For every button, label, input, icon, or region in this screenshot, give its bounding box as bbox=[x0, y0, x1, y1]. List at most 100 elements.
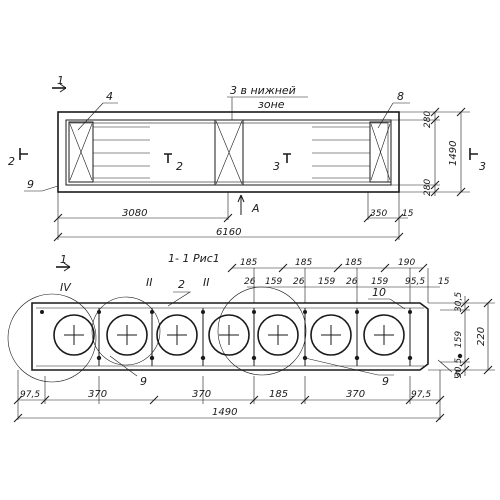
plan-note-line1: 3 в нижней bbox=[230, 84, 296, 97]
section-top-dim-4: 190 bbox=[398, 258, 415, 268]
section-top-dim-r2-3: 26 bbox=[293, 277, 305, 287]
plan-side-mark-mid-right bbox=[283, 153, 291, 163]
section-total-dim-ticks bbox=[13, 413, 445, 423]
section-height-dim-1: 30,5 bbox=[454, 292, 464, 312]
plan-side-mark-right-label: 3 bbox=[479, 160, 486, 173]
plan-dim-end-gap: 15 bbox=[402, 209, 414, 219]
hollow-core-crosses bbox=[64, 325, 394, 345]
section-total-height-ticks bbox=[483, 298, 493, 375]
plan-dim-bottom-offset: 280 bbox=[423, 179, 433, 196]
plan-middle-cage bbox=[214, 119, 244, 186]
plan-dim-top-offset: 280 bbox=[423, 111, 433, 128]
plan-side-mark-mid-left bbox=[164, 153, 172, 163]
section-callout-9-left: 9 bbox=[140, 375, 147, 388]
plan-outline bbox=[57, 111, 400, 193]
section-rebar-dots bbox=[40, 310, 463, 361]
section-title: 1- 1 Рис1 bbox=[168, 252, 220, 265]
section-top-dim-3: 185 bbox=[345, 258, 362, 268]
plan-side-mark-left-label: 2 bbox=[8, 155, 15, 168]
section-bottom-dim-5: 370 bbox=[346, 389, 365, 400]
plan-dim-6160-ticks bbox=[53, 232, 404, 242]
hollow-core-3 bbox=[156, 314, 198, 356]
plan-dim-3080-ticks bbox=[53, 213, 233, 223]
plan-inner-outline-2 bbox=[68, 122, 389, 183]
hollow-core-4 bbox=[208, 314, 250, 356]
plan-right-cage-cross bbox=[370, 123, 391, 181]
section-top-dim-r2-6: 159 bbox=[371, 277, 388, 287]
section-view: 1 1- 1 Рис1 bbox=[7, 252, 495, 423]
plan-callout-9-leader bbox=[24, 185, 59, 192]
section-bottom-dim-6: 97,5 bbox=[411, 390, 431, 400]
plan-dim-total-length: 6160 bbox=[216, 227, 241, 238]
hollow-core-6 bbox=[310, 314, 352, 356]
section-top-dim-r2-8: 15 bbox=[438, 277, 450, 287]
section-ribs bbox=[98, 308, 411, 366]
section-bottom-dim-2: 370 bbox=[88, 389, 107, 400]
section-top-dim-r2-1: 26 bbox=[244, 277, 256, 287]
section-height-dim-2: 159 bbox=[454, 331, 464, 348]
plan-left-cage-cross bbox=[69, 123, 93, 181]
section-bottom-dim-3: 370 bbox=[192, 389, 211, 400]
section-roman-iv: IV bbox=[60, 281, 72, 294]
section-bottom-dim-4: 185 bbox=[269, 389, 288, 400]
plan-dim-width: 1490 bbox=[448, 141, 459, 166]
plan-callout-4: 4 bbox=[106, 90, 113, 103]
section-bottom-extension-lines bbox=[17, 370, 441, 420]
section-total-height: 220 bbox=[476, 327, 487, 346]
section-top-dim-1: 185 bbox=[240, 258, 257, 268]
section-top-dim-ticks bbox=[227, 263, 428, 273]
section-height-dim-3: 30,5 bbox=[454, 358, 464, 378]
plan-arrow-a bbox=[237, 194, 245, 215]
detail-circle-ii-right bbox=[217, 286, 307, 376]
plan-dim-1490-ticks bbox=[456, 107, 466, 197]
section-roman-ii-right: II bbox=[203, 276, 210, 289]
plan-side-mark-mid-left-label: 2 bbox=[176, 160, 183, 173]
plan-section-mark-label: 1 bbox=[57, 74, 64, 87]
plan-arrow-a-label: А bbox=[251, 202, 260, 215]
section-callout-9-right-leader bbox=[304, 357, 394, 376]
plan-left-bars bbox=[93, 126, 150, 179]
hollow-core-5 bbox=[257, 314, 299, 356]
hollow-core-2 bbox=[106, 314, 148, 356]
plan-note-line2: зоне bbox=[258, 98, 285, 111]
section-callout-2: 2 bbox=[178, 278, 185, 291]
section-top-dim-r2-4: 159 bbox=[318, 277, 335, 287]
section-mark-arrow bbox=[63, 262, 71, 272]
section-outline bbox=[31, 302, 429, 371]
detail-circle-iv bbox=[7, 293, 97, 383]
plan-callout-4-leader bbox=[77, 102, 118, 131]
section-top-dim-r2-5: 26 bbox=[346, 277, 358, 287]
section-callout-5: 5 bbox=[454, 368, 461, 381]
section-total-width: 1490 bbox=[212, 407, 237, 418]
detail-circle-ii-left bbox=[91, 296, 161, 366]
section-roman-ii-left: II bbox=[146, 276, 153, 289]
section-callout-9-right: 9 bbox=[382, 375, 389, 388]
plan-callout-9: 9 bbox=[27, 178, 34, 191]
plan-side-mark-left bbox=[19, 148, 28, 160]
section-callout-10: 10 bbox=[372, 286, 386, 299]
plan-dim-350-ticks bbox=[363, 213, 404, 223]
section-mark-label: 1 bbox=[60, 253, 67, 266]
section-bottom-dim-ticks bbox=[13, 395, 445, 405]
section-top-dim-r2-2: 159 bbox=[265, 277, 282, 287]
section-top-dim-r2-7: 95,5 bbox=[405, 277, 425, 287]
plan-side-mark-mid-right-label: 3 bbox=[273, 160, 280, 173]
plan-dim-half-length: 3080 bbox=[122, 208, 147, 219]
plan-section-mark-arrow bbox=[59, 83, 67, 93]
plan-callout-8: 8 bbox=[397, 90, 404, 103]
hollow-core-1 bbox=[53, 314, 95, 356]
plan-right-cage bbox=[369, 121, 392, 183]
plan-dim-280-ticks bbox=[430, 107, 440, 197]
plan-extension-lines bbox=[57, 192, 400, 240]
section-hollow-cores bbox=[53, 314, 405, 356]
section-right-extension-lines bbox=[428, 302, 495, 371]
plan-left-cage bbox=[68, 121, 94, 183]
section-bottom-dim-1: 97,5 bbox=[20, 390, 40, 400]
plan-note-leader bbox=[227, 96, 308, 120]
plan-right-bars bbox=[312, 126, 370, 179]
section-top-extension-lines bbox=[253, 268, 429, 303]
plan-dim-end-part: 350 bbox=[370, 209, 387, 219]
section-top-dim-2: 185 bbox=[295, 258, 312, 268]
plan-inner-outline bbox=[65, 119, 392, 186]
